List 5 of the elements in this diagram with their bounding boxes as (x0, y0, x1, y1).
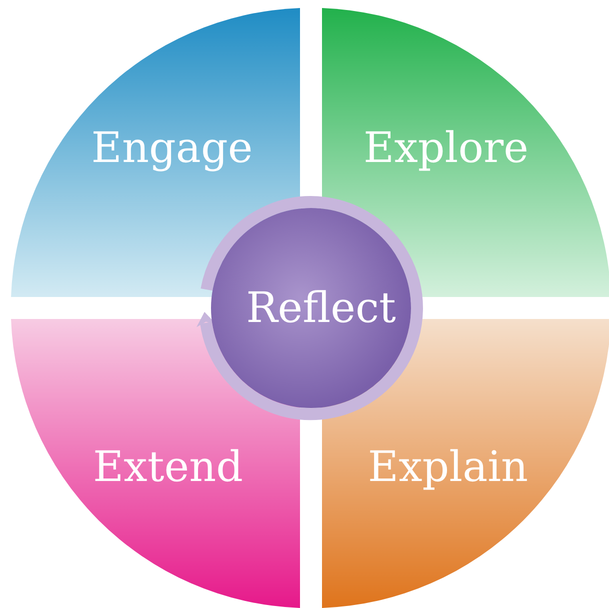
stage-label: Extend (93, 444, 243, 490)
stage-label: Explain (368, 444, 528, 490)
stage-label: Explore (364, 124, 528, 172)
stage-label: Engage (91, 124, 253, 172)
stage-label: Reflect (246, 284, 396, 332)
